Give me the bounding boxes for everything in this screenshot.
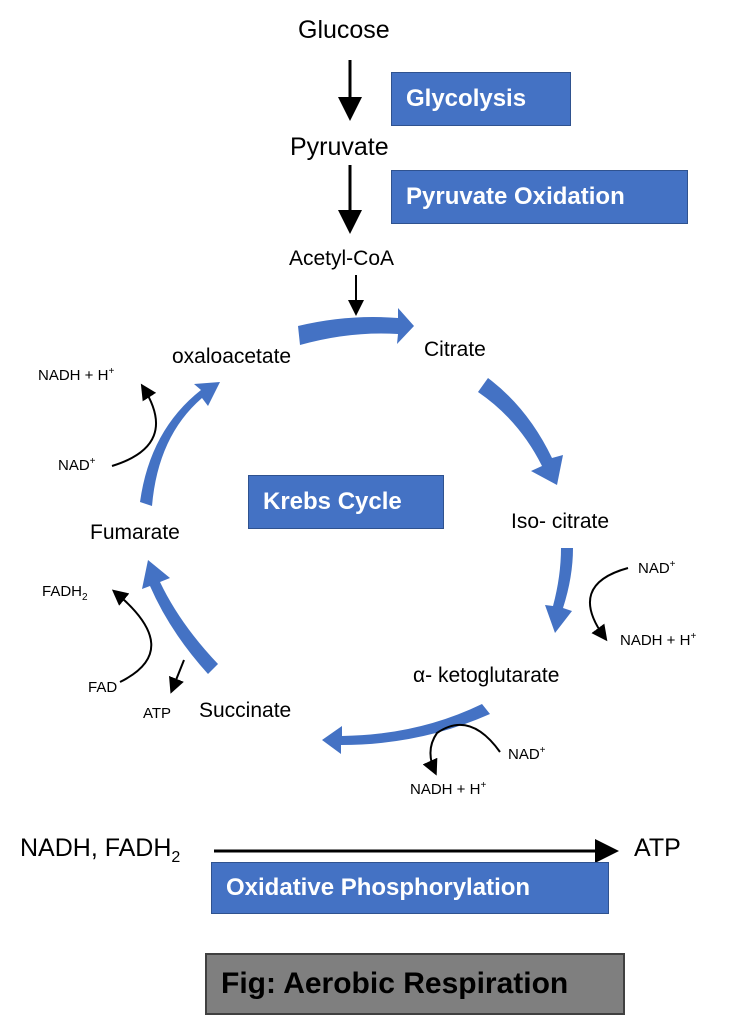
isocitrate-label: Iso- citrate [511,510,610,533]
oxphos-input-label: NADH, FADH2 [20,834,180,866]
nad-to-nadh-arrow-isocitrate [588,567,629,642]
nadh-text: NADH + H [410,781,481,798]
oxphos-input-subscript: 2 [171,849,181,866]
oxphos-input-text: NADH, FADH [20,834,172,862]
nad-charge: + [669,559,676,570]
nad-text: NAD [508,746,540,763]
nad-to-nadh-arrow-ketoglutarate [422,724,501,776]
nad-label-isocitrate: NAD+ [638,559,676,577]
nadh-charge: + [108,366,115,377]
pyruvate-oxidation-label: Pyruvate Oxidation [406,183,625,210]
atp-arrow [169,659,185,694]
ketoglutarate-label: α- ketoglutarate [413,664,560,687]
nadh-text: NADH + H [620,632,691,649]
krebs-cycle-box: Krebs Cycle [248,475,444,529]
oxaloacetate-to-citrate-arrow [298,308,414,345]
nadh-label-left: NADH + H+ [38,366,115,384]
fumarate-to-oxaloacetate-arrow [140,382,220,506]
fumarate-label: Fumarate [90,521,180,544]
nadh-charge: + [690,631,697,642]
isocitrate-to-ketoglutarate-arrow [545,548,573,633]
succinate-to-fumarate-arrow [142,560,218,674]
glycolysis-label: Glycolysis [406,85,527,112]
glycolysis-box: Glycolysis [391,72,571,126]
nadh-text: NADH + H [38,367,109,384]
nad-charge: + [89,456,96,467]
nad-text: NAD [638,560,670,577]
atp-small-label: ATP [143,705,172,722]
nad-to-nadh-arrow-left [111,383,157,467]
figure-caption: Fig: Aerobic Respiration [205,953,625,1015]
oxphos-label: Oxidative Phosphorylation [226,874,531,901]
krebs-cycle-label: Krebs Cycle [263,488,402,515]
oxphos-output-label: ATP [634,834,681,862]
nadh-label-isocitrate: NADH + H+ [620,631,697,649]
fad-to-fadh2-arrow [111,589,153,683]
acetyl-coa-label: Acetyl-CoA [289,247,395,270]
nad-text: NAD [58,457,90,474]
citrate-label: Citrate [424,338,486,361]
fadh-text: FADH [42,583,83,600]
oxaloacetate-label: oxaloacetate [172,345,292,368]
nad-charge: + [539,745,546,756]
pyruvate-oxidation-box: Pyruvate Oxidation [391,170,688,224]
nad-label-left: NAD+ [58,456,96,474]
glucose-label: Glucose [298,16,390,44]
krebs-cycle-arrows [140,308,573,754]
citrate-to-isocitrate-arrow [478,378,563,485]
fad-label: FAD [88,679,118,696]
fadh-subscript: 2 [82,592,88,603]
succinate-label: Succinate [199,699,292,722]
pyruvate-label: Pyruvate [290,133,389,161]
oxphos-box: Oxidative Phosphorylation [211,862,609,914]
nad-label-ketoglutarate: NAD+ [508,745,546,763]
nadh-charge: + [480,780,487,791]
ketoglutarate-to-succinate-arrow [322,704,490,754]
nadh-label-ketoglutarate: NADH + H+ [410,780,487,798]
fadh2-label: FADH2 [42,583,88,603]
figure-caption-text: Fig: Aerobic Respiration [221,967,569,1000]
